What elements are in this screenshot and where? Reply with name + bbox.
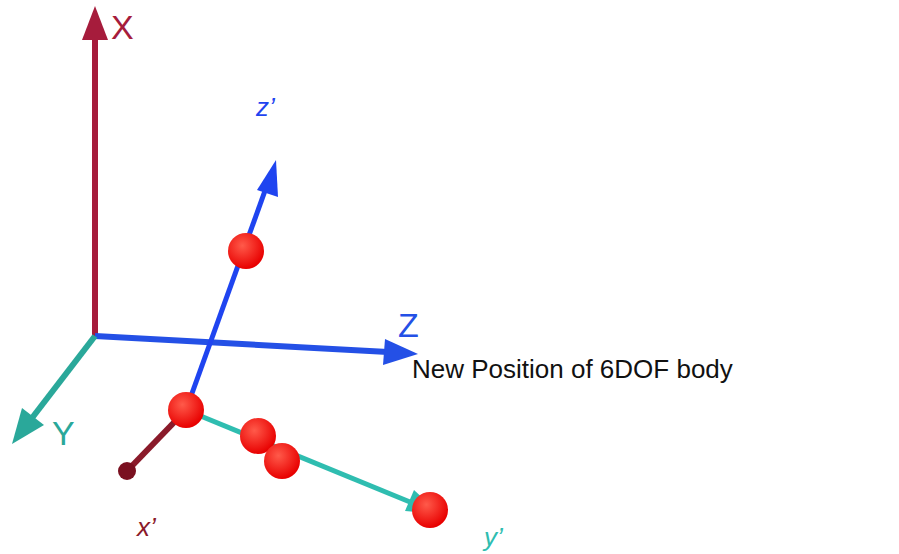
world-x-axis: [92, 34, 98, 336]
body-y-axis: [186, 410, 410, 502]
world-z-axis: [95, 336, 388, 352]
marker-dot: [264, 443, 300, 479]
body-z-axis: [186, 188, 266, 410]
axis-label: Y: [52, 416, 75, 450]
axis-label: Z: [398, 308, 419, 342]
world-x-arrowhead: [82, 6, 108, 40]
marker-dot: [412, 492, 448, 528]
axis-label: y’: [484, 524, 503, 550]
caption-note: New Position of 6DOF body: [412, 356, 733, 382]
body-z-arrowhead: [257, 160, 278, 197]
marker-dot: [228, 233, 264, 269]
axis-label: z’: [256, 94, 275, 120]
marker-dot: [168, 392, 204, 428]
body-x-tip: [118, 462, 136, 480]
axis-label: x’: [137, 514, 156, 540]
world-y-arrowhead: [12, 408, 44, 444]
world-y-axis: [32, 336, 95, 418]
axis-label: X: [111, 10, 134, 44]
